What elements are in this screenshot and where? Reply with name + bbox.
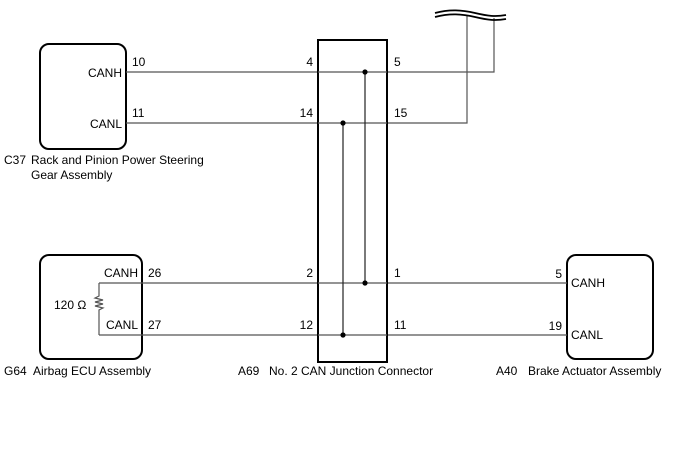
g64-canl-pin: 27 bbox=[148, 318, 162, 332]
a40-name: Brake Actuator Assembly bbox=[528, 364, 661, 378]
g64-canh-label: CANH bbox=[104, 266, 138, 280]
c37-canl-pin: 11 bbox=[132, 106, 145, 120]
c37-component-box bbox=[39, 43, 127, 150]
a69-junction-box bbox=[317, 39, 388, 363]
c37-canh-label: CANH bbox=[88, 66, 122, 80]
a69-pin-top-canh-left: 4 bbox=[306, 55, 313, 69]
c37-canl-label: CANL bbox=[90, 117, 122, 131]
g64-component-box bbox=[39, 254, 143, 360]
a69-pin-bottom-canl-right: 11 bbox=[394, 318, 407, 332]
break-symbol-upper bbox=[434, 9, 507, 17]
junction-dot bbox=[340, 332, 346, 338]
a69-pin-bottom-canh-right: 1 bbox=[394, 266, 401, 280]
a40-component-box bbox=[566, 254, 654, 360]
c37-code: C37 bbox=[4, 153, 26, 167]
break-symbol-lower bbox=[434, 13, 507, 21]
a40-code: A40 bbox=[496, 364, 518, 378]
a69-pin-top-canl-left: 14 bbox=[300, 106, 314, 120]
wire-pin15-continuation bbox=[387, 15, 468, 124]
junction-dot bbox=[340, 120, 346, 126]
g64-canl-label: CANL bbox=[106, 318, 138, 332]
wire-pin5-continuation bbox=[387, 18, 495, 73]
c37-canh-pin: 10 bbox=[132, 55, 146, 69]
a69-name: No. 2 CAN Junction Connector bbox=[269, 364, 433, 378]
g64-resistor-label: 120 Ω bbox=[54, 298, 86, 312]
c37-name-line2: Gear Assembly bbox=[31, 168, 112, 182]
junction-dot bbox=[362, 280, 368, 286]
a40-canh-pin: 5 bbox=[555, 267, 562, 281]
resistor-icon bbox=[93, 283, 105, 335]
g64-code: G64 bbox=[4, 364, 27, 378]
a69-pin-top-canl-right: 15 bbox=[394, 106, 408, 120]
a69-code: A69 bbox=[238, 364, 260, 378]
g64-name: Airbag ECU Assembly bbox=[33, 364, 151, 378]
a40-canh-label: CANH bbox=[571, 276, 605, 290]
c37-name-line1: Rack and Pinion Power Steering bbox=[31, 153, 204, 167]
junction-dot bbox=[362, 69, 368, 75]
a40-canl-label: CANL bbox=[571, 328, 603, 342]
a69-pin-bottom-canh-left: 2 bbox=[306, 266, 313, 280]
g64-canh-pin: 26 bbox=[148, 266, 162, 280]
a69-pin-bottom-canl-left: 12 bbox=[300, 318, 314, 332]
a40-canl-pin: 19 bbox=[549, 319, 563, 333]
a69-pin-top-canh-right: 5 bbox=[394, 55, 401, 69]
